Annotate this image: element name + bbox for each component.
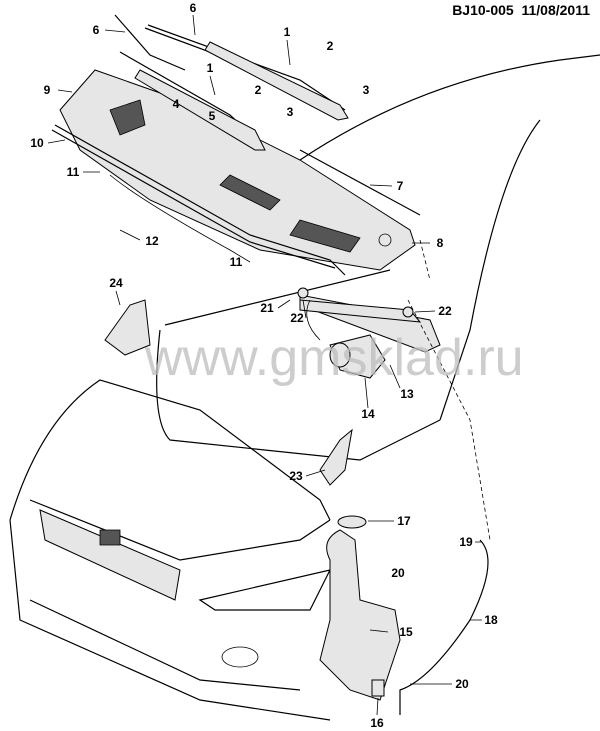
seal-strip bbox=[299, 149, 421, 216]
washer-hose bbox=[109, 174, 251, 263]
diagram-header: BJ10-005 11/08/2011 bbox=[452, 2, 590, 18]
callout: 6 bbox=[93, 23, 100, 37]
callout: 15 bbox=[399, 625, 413, 639]
callout: 18 bbox=[484, 613, 498, 627]
callout: 10 bbox=[30, 136, 44, 150]
car-front bbox=[9, 379, 332, 721]
callout: 3 bbox=[363, 83, 370, 97]
wiper-blades bbox=[114, 14, 349, 151]
callout: 22 bbox=[290, 311, 304, 325]
callout: 11 bbox=[67, 165, 80, 179]
callout: 20 bbox=[391, 566, 405, 580]
seal-strip bbox=[51, 129, 336, 269]
callout: 16 bbox=[370, 716, 384, 730]
washer-hose-long bbox=[399, 539, 489, 715]
watermark: www.gmsklad.ru bbox=[144, 329, 524, 387]
mirror-bracket bbox=[319, 428, 353, 486]
callout: 12 bbox=[145, 234, 159, 248]
callout: 5 bbox=[209, 109, 216, 123]
callout: 6 bbox=[190, 1, 197, 15]
callout: 22 bbox=[438, 304, 452, 318]
callout: 1 bbox=[284, 25, 291, 39]
callout: 13 bbox=[400, 387, 414, 401]
callout: 8 bbox=[437, 236, 444, 250]
wiper-motor bbox=[329, 334, 386, 379]
washer-reservoir bbox=[319, 515, 401, 701]
callout: 14 bbox=[361, 407, 375, 421]
leader-lines bbox=[47, 14, 482, 716]
callout: 19 bbox=[459, 535, 473, 549]
windshield bbox=[156, 54, 600, 461]
callout: 20 bbox=[455, 677, 469, 691]
callout: 21 bbox=[260, 301, 274, 315]
callout: 24 bbox=[109, 276, 123, 290]
bracket bbox=[104, 299, 151, 356]
callout: 9 bbox=[44, 83, 51, 97]
seal-strip bbox=[54, 124, 346, 276]
callout: 2 bbox=[327, 39, 334, 53]
diagram-code: BJ10-005 bbox=[452, 2, 514, 18]
callout: 3 bbox=[287, 105, 294, 119]
callout: 4 bbox=[173, 97, 180, 111]
callout: 7 bbox=[397, 179, 404, 193]
cowl-panel bbox=[59, 69, 416, 271]
callout: 2 bbox=[255, 83, 262, 97]
wiper-linkage bbox=[297, 287, 441, 353]
diagram-date: 11/08/2011 bbox=[521, 2, 590, 18]
callout: 23 bbox=[289, 469, 303, 483]
callout: 1 bbox=[207, 61, 214, 75]
callout: 11 bbox=[230, 255, 243, 269]
callout: 17 bbox=[397, 514, 411, 528]
callouts: 6 6 1 2 3 1 2 3 4 5 9 10 11 12 7 8 11 21… bbox=[30, 1, 498, 730]
